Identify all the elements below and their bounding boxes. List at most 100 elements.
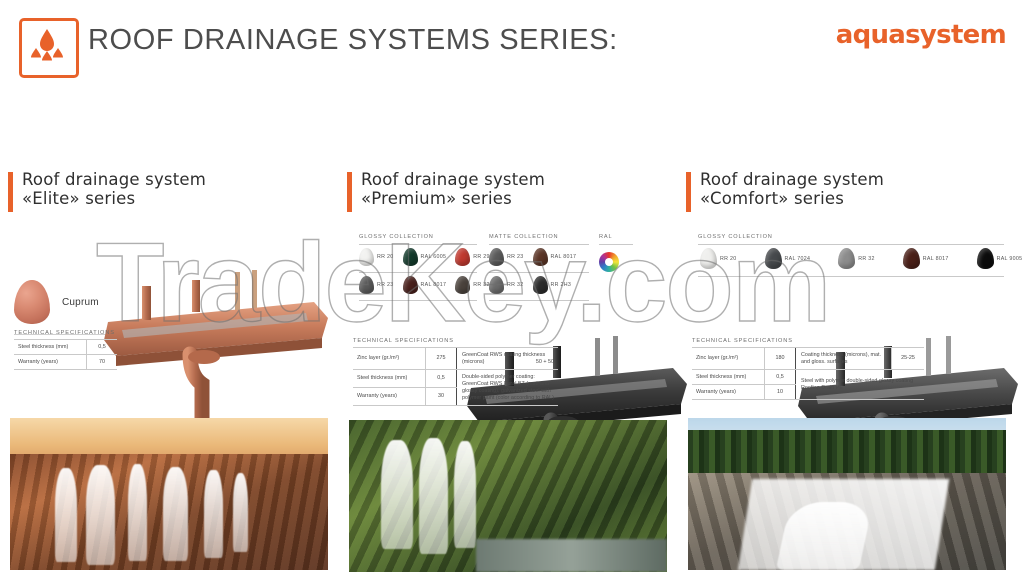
accent-bar <box>8 172 13 212</box>
color-swatch[interactable]: RR 2H3 <box>532 276 572 294</box>
color-swatch[interactable]: RR 23 <box>359 276 394 294</box>
color-drop-icon <box>489 276 504 294</box>
table-row: Warranty (years) 30 <box>353 387 558 406</box>
collection-label-glossy: GLOSSY COLLECTION <box>359 234 434 240</box>
color-drop-icon <box>532 276 548 294</box>
divider <box>698 244 1004 245</box>
color-name: RAL 8017 <box>420 282 447 288</box>
color-drop-icon <box>402 276 418 294</box>
table-row: Zinc layer (gr./m²) 180 Coating thicknes… <box>692 347 924 370</box>
color-drop-icon <box>976 248 994 269</box>
color-swatch[interactable]: RR 32 <box>489 276 524 294</box>
spec-key: Steel thickness (mm) <box>14 339 87 355</box>
spec-key: Warranty (years) <box>14 354 87 370</box>
spec-note-value: 25-25 <box>891 347 924 370</box>
divider <box>359 244 477 245</box>
color-swatch[interactable]: RR 20 <box>359 248 394 266</box>
spec-key: Steel thickness (mm) <box>692 369 765 385</box>
spec-note-value: 50 + 50 <box>535 358 554 365</box>
spec-note: Coating thickness (microns), mat. and gl… <box>795 347 892 370</box>
color-swatch[interactable]: RR 20 <box>700 248 737 269</box>
accent-bar <box>686 172 691 212</box>
color-swatch[interactable]: RR 29 <box>455 248 490 266</box>
color-swatch[interactable]: RAL 7024 <box>764 248 811 269</box>
color-drop-icon <box>700 248 717 269</box>
spec-table-elite: TECHNICAL SPECIFICATIONS Steel thickness… <box>14 330 117 370</box>
color-name: RR 20 <box>377 254 394 260</box>
spec-key: Warranty (years) <box>692 384 765 400</box>
collection-label-ral: RAL <box>599 234 613 240</box>
color-drop-icon <box>838 248 856 269</box>
cuprum-drop-icon <box>14 280 50 324</box>
page-title: ROOF DRAINAGE SYSTEMS SERIES: <box>88 24 618 56</box>
spec-key: Steel thickness (mm) <box>353 369 426 388</box>
color-drop-icon <box>455 276 471 294</box>
spec-value: 70 <box>86 354 117 370</box>
divider <box>599 244 633 245</box>
table-row: Warranty (years) 10 <box>692 384 924 400</box>
spec-note: GreenCoat RWS coating thickness (microns… <box>456 347 558 370</box>
color-drop-icon <box>359 248 374 266</box>
swatch-row: RR 20 RAL 7024 RR 32 RAL 8017 RAL 9005 <box>700 248 1024 269</box>
table-row: Steel thickness (mm) 0,5 <box>14 339 117 355</box>
ral-color-wheel-icon[interactable] <box>599 252 619 272</box>
spec-table-title: TECHNICAL SPECIFICATIONS <box>692 338 793 344</box>
aquasystem-flame-logo-icon <box>19 18 79 78</box>
color-name: RR 20 <box>720 255 737 262</box>
color-name: RR 32 <box>473 282 490 288</box>
divider <box>489 272 589 273</box>
color-drop-icon <box>359 276 374 294</box>
color-drop-icon <box>402 248 418 266</box>
page-header: ROOF DRAINAGE SYSTEMS SERIES: aquasystem <box>0 0 1024 95</box>
photo-elite-waterfall <box>10 418 328 570</box>
card-title-line1: Roof drainage system <box>361 170 546 189</box>
color-swatch[interactable]: RAL 8017 <box>902 248 949 269</box>
color-collections-comfort: GLOSSY COLLECTION RR 20 RAL 7024 RR 32 <box>686 234 1022 329</box>
card-title-comfort: Roof drainage system «Comfort» series <box>686 170 1020 220</box>
card-title-elite: Roof drainage system «Elite» series <box>8 170 342 220</box>
table-row: Steel thickness (mm) 0,5 Steel with poly… <box>692 369 924 400</box>
swatch-row: RR 32 RR 2H3 <box>489 276 580 294</box>
spec-value: 0,5 <box>764 369 796 385</box>
color-name: RAL 8017 <box>922 255 949 262</box>
card-title-line2: «Elite» series <box>22 189 136 208</box>
color-name: RR 32 <box>507 282 524 288</box>
swatch-row: RR 23 RAL 8017 <box>489 248 585 266</box>
spec-value: 30 <box>425 387 457 406</box>
color-drop-icon <box>532 248 548 266</box>
color-swatch[interactable]: RR 23 <box>489 248 524 266</box>
color-swatch[interactable]: RAL 9005 <box>976 248 1023 269</box>
divider <box>14 334 194 335</box>
spec-table-comfort: TECHNICAL SPECIFICATIONS Zinc layer (gr.… <box>692 338 924 400</box>
color-swatch[interactable]: RR 32 <box>455 276 490 294</box>
divider <box>489 300 589 301</box>
color-name: RAL 9005 <box>996 255 1023 262</box>
collection-label-matte: MATTE COLLECTION <box>489 234 559 240</box>
card-title-line2: «Premium» series <box>361 189 512 208</box>
card-title-line1: Roof drainage system <box>700 170 885 189</box>
spec-key: Warranty (years) <box>353 387 426 406</box>
color-swatch[interactable]: RR 32 <box>838 248 875 269</box>
color-swatch[interactable]: RAL 8017 <box>532 248 577 266</box>
spec-note: Double-sided polymer coating: GreenCoat … <box>456 369 558 406</box>
color-name: RR 23 <box>377 282 394 288</box>
material-area-elite: Cuprum <box>8 234 342 335</box>
spec-value: 0,5 <box>86 339 117 355</box>
color-drop-icon <box>902 248 920 269</box>
color-name: RAL 7024 <box>784 255 811 262</box>
divider <box>359 300 477 301</box>
spec-key: Zinc layer (gr./m²) <box>353 347 426 370</box>
color-name: RR 2H3 <box>550 282 572 288</box>
spec-note: Steel with polymer double-sided glossy c… <box>795 369 924 400</box>
card-title-premium: Roof drainage system «Premium» series <box>347 170 681 220</box>
color-collections-premium: GLOSSY COLLECTION RR 20 RAL 6005 RR 29 <box>347 234 681 329</box>
color-name: RAL 6005 <box>420 254 447 260</box>
color-swatch[interactable]: RAL 8017 <box>402 276 447 294</box>
card-title-line1: Roof drainage system <box>22 170 207 189</box>
card-title-line2: «Comfort» series <box>700 189 845 208</box>
accent-bar <box>347 172 352 212</box>
table-row: Zinc layer (gr./m²) 275 GreenCoat RWS co… <box>353 347 558 370</box>
color-swatch[interactable]: RAL 6005 <box>402 248 447 266</box>
brand-logo-text: aquasystem <box>835 20 1007 50</box>
